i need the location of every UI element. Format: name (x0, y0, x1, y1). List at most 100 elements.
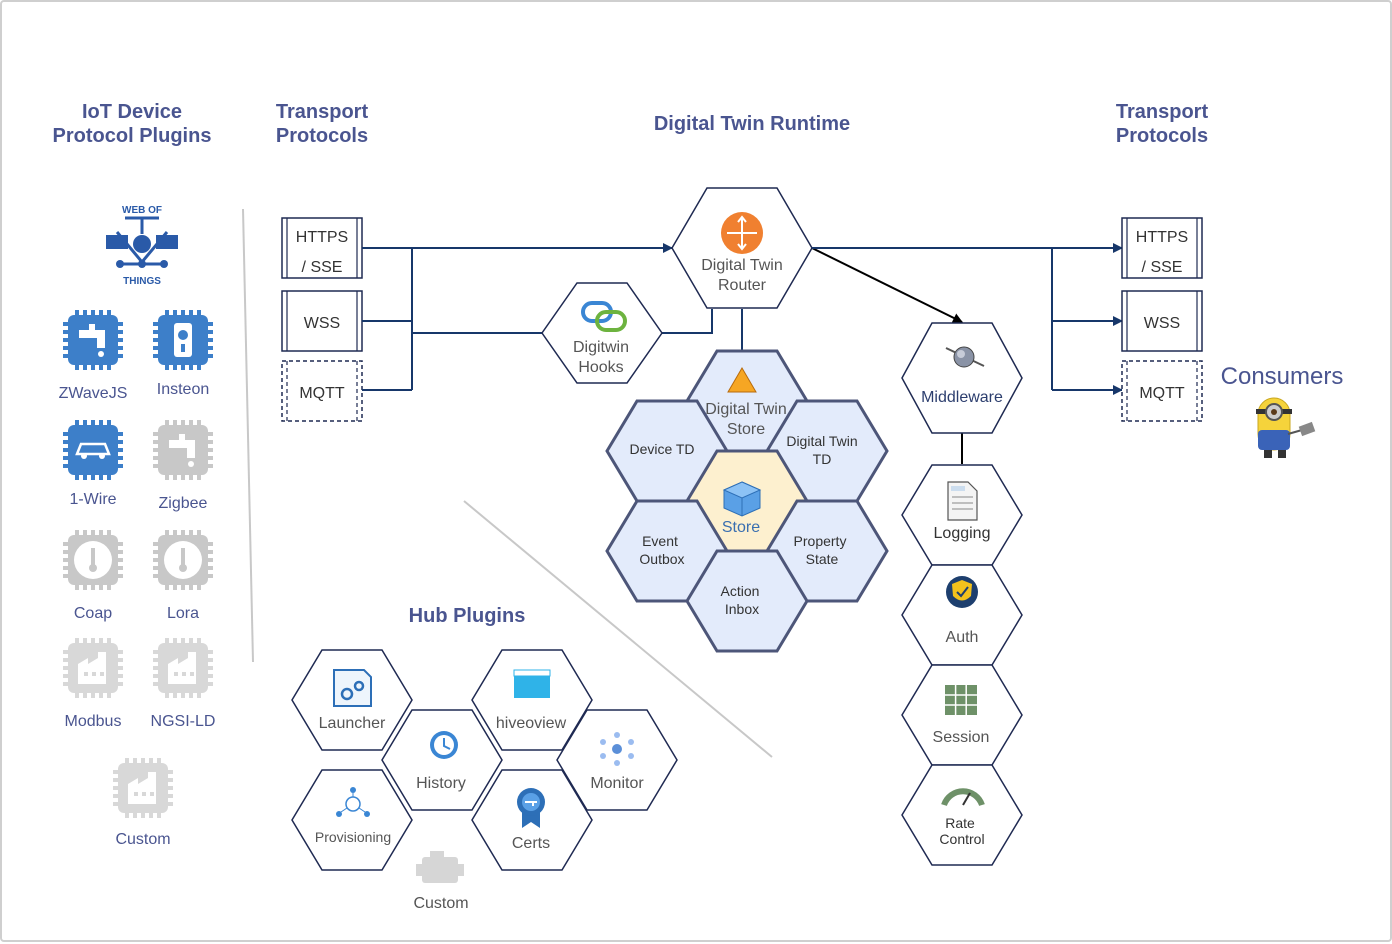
gauge-icon (941, 788, 985, 807)
device-plugin-label: Custom (115, 831, 170, 848)
middleware-rate-control[interactable]: Rate Control (901, 764, 1023, 866)
svg-text:Launcher: Launcher (319, 715, 386, 732)
iot-plugins-title-line1: IoT Device (82, 101, 182, 123)
svg-text:Outbox: Outbox (639, 551, 684, 567)
device-plugin-label: Insteon (157, 381, 209, 398)
middleware-session[interactable]: Session (901, 664, 1023, 766)
hub-plugin-launcher[interactable]: Launcher (291, 649, 413, 751)
cube-icon (722, 481, 762, 517)
svg-text:TD: TD (813, 451, 832, 467)
minion-consumer-icon (1247, 392, 1322, 464)
svg-text:Logging: Logging (934, 525, 991, 542)
network-nodes-icon (600, 732, 634, 766)
digitwin-hooks[interactable]: Digitwin Hooks (541, 282, 663, 384)
svg-text:Action: Action (721, 583, 760, 599)
svg-text:/ SSE: / SSE (302, 259, 343, 276)
store-center[interactable]: Store (685, 449, 809, 553)
hub-plugin-history[interactable]: History (381, 709, 503, 811)
device-plugin-lora[interactable]: Lora (153, 530, 213, 622)
digital-twin-router[interactable]: Digital Twin Router (671, 187, 813, 309)
gears-file-icon (333, 669, 372, 707)
grid-table-icon (945, 685, 977, 715)
warning-icon (727, 367, 757, 393)
svg-text:Provisioning: Provisioning (315, 829, 391, 845)
svg-text:WEB OF: WEB OF (122, 205, 162, 216)
car-chip-icon (63, 420, 123, 480)
consumers-label: Consumers (1221, 363, 1344, 390)
device-plugin-zigbee[interactable]: Zigbee (153, 420, 213, 512)
transport-right-wss[interactable]: WSS (1121, 290, 1203, 352)
transport-right-https[interactable]: HTTPS / SSE (1121, 217, 1203, 279)
device-plugin-coap[interactable]: Coap (63, 530, 123, 622)
factory-chip-icon (63, 638, 123, 698)
water-tap-chip-icon (153, 420, 213, 480)
hub-plugin-certs[interactable]: Certs (471, 769, 593, 871)
thermometer-chip-icon (63, 530, 123, 590)
event-outbox[interactable]: Event Outbox (605, 499, 729, 603)
svg-text:HTTPS: HTTPS (1136, 229, 1188, 246)
link-icon (581, 301, 627, 332)
diagonal-divider (463, 500, 773, 758)
router-to-middleware-arrow (811, 247, 963, 323)
svg-text:Monitor: Monitor (590, 775, 644, 792)
store-top[interactable]: Digital Twin Store (685, 349, 809, 453)
svg-text:Digital Twin: Digital Twin (705, 401, 787, 418)
svg-text:Certs: Certs (512, 835, 550, 852)
svg-text:Device TD: Device TD (629, 441, 694, 457)
svg-text:Digital Twin: Digital Twin (786, 433, 857, 449)
svg-text:Hooks: Hooks (578, 359, 623, 376)
svg-text:WSS: WSS (304, 315, 340, 332)
svg-text:History: History (416, 775, 466, 792)
transport-left-mqtt[interactable]: MQTT (281, 360, 363, 422)
satellite-icon (945, 346, 985, 368)
right-wires (812, 243, 1123, 395)
shield-icon (946, 576, 978, 608)
svg-text:State: State (806, 551, 839, 567)
action-inbox[interactable]: Action Inbox (685, 549, 809, 653)
device-plugin-1-wire[interactable]: 1-Wire (63, 420, 123, 508)
svg-text:Rate: Rate (945, 815, 975, 831)
transport-left-title-line2: Protocols (276, 125, 368, 147)
digital-twin-td[interactable]: Digital Twin TD (765, 399, 889, 503)
svg-text:Digitwin: Digitwin (573, 339, 629, 356)
svg-text:Control: Control (939, 831, 984, 847)
transport-left-title-line1: Transport (276, 101, 369, 123)
svg-text:Inbox: Inbox (725, 601, 759, 617)
svg-text:hiveoview: hiveoview (496, 715, 567, 732)
hub-plugin-provisioning[interactable]: Provisioning (291, 769, 413, 871)
svg-text:WSS: WSS (1144, 315, 1180, 332)
device-plugin-zwavejs[interactable]: ZWaveJS (59, 310, 128, 402)
hub-plugin-hiveoview[interactable]: hiveoview (471, 649, 593, 751)
device-plugin-label: 1-Wire (69, 491, 116, 508)
device-plugin-label: Coap (74, 605, 112, 622)
middleware-auth[interactable]: Auth (901, 564, 1023, 666)
svg-text:Store: Store (722, 519, 760, 536)
light-switch-chip-icon (153, 310, 213, 370)
device-plugin-insteon[interactable]: Insteon (153, 310, 213, 398)
factory-chip-icon (113, 758, 173, 818)
device-plugin-custom[interactable]: Custom (113, 758, 173, 848)
svg-text:Session: Session (933, 729, 990, 746)
hub-plugin-custom[interactable]: Custom (413, 851, 469, 912)
middleware-logging[interactable]: Logging (901, 464, 1023, 566)
hub-plugin-monitor[interactable]: Monitor (556, 709, 678, 811)
svg-text:Event: Event (642, 533, 678, 549)
transport-right-mqtt[interactable]: MQTT (1121, 360, 1203, 422)
transport-right-title-line2: Protocols (1116, 125, 1208, 147)
svg-text:Auth: Auth (946, 629, 979, 646)
left-wires (362, 243, 743, 391)
web-of-things-logo: WEB OF THINGS (106, 205, 178, 287)
device-plugin-label: Zigbee (159, 495, 208, 512)
middleware-head[interactable]: Middleware (901, 322, 1023, 434)
transport-left-wss[interactable]: WSS (281, 290, 363, 352)
device-plugin-modbus[interactable]: Modbus (63, 638, 123, 730)
transport-left-https[interactable]: HTTPS / SSE (281, 217, 363, 279)
svg-text:Router: Router (718, 277, 767, 294)
svg-text:THINGS: THINGS (123, 276, 161, 287)
provisioning-network-icon (336, 787, 370, 817)
device-plugin-ngsi-ld[interactable]: NGSI-LD (151, 638, 216, 730)
svg-text:MQTT: MQTT (299, 385, 345, 402)
